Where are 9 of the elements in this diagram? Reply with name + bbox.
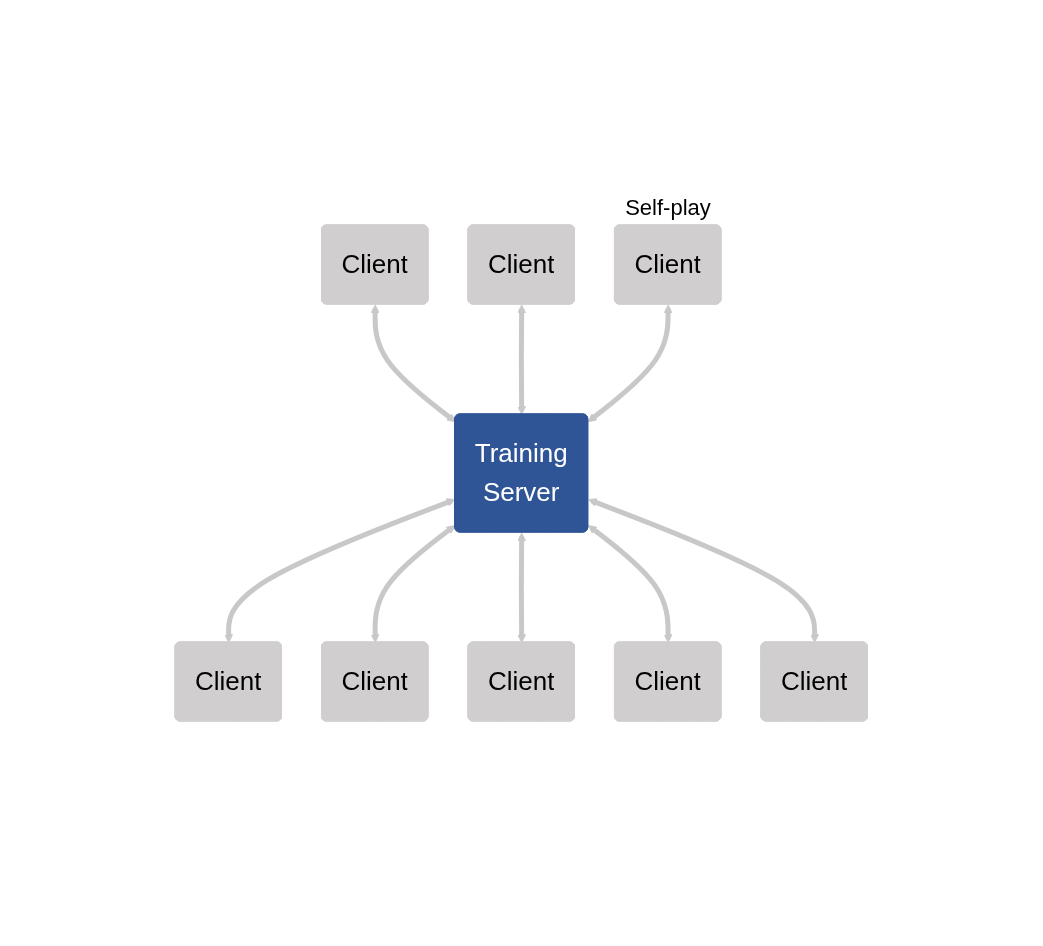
- arrow: [224, 498, 456, 643]
- arrow: [588, 525, 673, 643]
- client-caption: Self-play: [625, 195, 711, 221]
- arrow: [371, 304, 456, 423]
- arrow: [371, 525, 456, 643]
- arrow: [517, 532, 527, 643]
- arrow: [588, 304, 673, 423]
- arrow: [517, 304, 527, 415]
- arrow: [588, 498, 820, 643]
